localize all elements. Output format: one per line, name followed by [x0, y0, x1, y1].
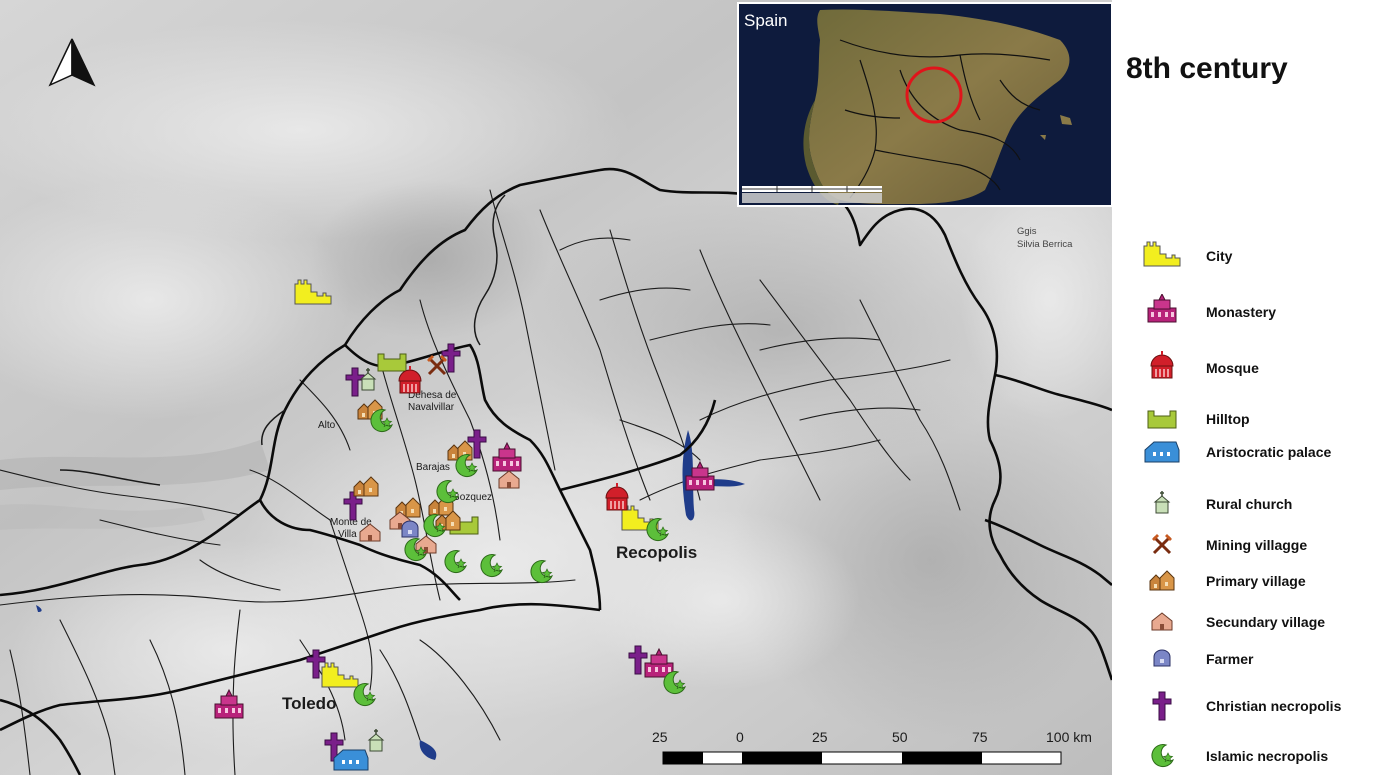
inset-study-area-circle: [905, 66, 963, 124]
palace-symbol[interactable]: [333, 749, 369, 771]
legend-label-primary-village: Primary village: [1206, 573, 1306, 589]
legend-item-primary-village: Primary village: [1130, 563, 1306, 599]
legend: City Monastery Mosque Hilltop Aristocrat…: [1130, 0, 1380, 775]
farmer-symbol[interactable]: [401, 520, 419, 538]
inset-map-spain[interactable]: Spain: [737, 2, 1112, 207]
legend-label-city: City: [1206, 248, 1233, 264]
place-label-dehesa-1[interactable]: Dehesa de: [408, 390, 457, 401]
legend-label-mining: Mining villagge: [1206, 537, 1308, 553]
river-network: [0, 189, 961, 775]
legend-item-christian-necropolis: Christian necropolis: [1130, 688, 1341, 724]
place-label-gozquez[interactable]: Gozquez: [452, 492, 492, 503]
scalebar-tick-3: 25: [812, 729, 828, 745]
legend-item-monastery: Monastery: [1130, 294, 1276, 330]
legend-item-mosque: Mosque: [1130, 350, 1259, 386]
place-label-toledo[interactable]: Toledo: [282, 694, 336, 713]
legend-label-palace: Aristocratic palace: [1206, 444, 1332, 460]
secondary-village-icon: [1130, 604, 1194, 640]
scalebar: 25 0 25 50 75 100 km: [652, 729, 1092, 765]
legend-label-farmer: Farmer: [1206, 651, 1254, 667]
christian-necropolis-icon: [1130, 688, 1194, 724]
scalebar-tick-1: 25: [652, 729, 668, 745]
legend-item-islamic-necropolis: Islamic necropolis: [1130, 738, 1328, 774]
legend-label-islamic-necropolis: Islamic necropolis: [1206, 748, 1329, 764]
legend-item-farmer: Farmer: [1130, 641, 1253, 677]
mining-icon: [1130, 527, 1194, 563]
credit-line-1: Ggis: [1017, 226, 1037, 237]
place-label-barajas[interactable]: Barajas: [416, 462, 450, 473]
legend-item-mining: Mining villagge: [1130, 527, 1307, 563]
rural-church-icon: [1130, 486, 1194, 522]
scalebar-tick-2: 0: [736, 729, 744, 745]
legend-item-secondary-village: Secundary village: [1130, 604, 1325, 640]
north-arrow-icon: [48, 38, 96, 87]
legend-item-palace: Aristocratic palace: [1130, 434, 1331, 470]
primary-village-icon: [1130, 563, 1194, 599]
region-boundaries-thin: [59, 194, 506, 486]
scalebar-tick-6: 100 km: [1046, 729, 1092, 745]
legend-label-christian-necropolis: Christian necropolis: [1206, 698, 1342, 714]
place-label-monte-2[interactable]: Villa: [338, 529, 357, 540]
reservoirs: [36, 430, 745, 760]
place-label-recopolis[interactable]: Recopolis: [616, 543, 697, 562]
place-label-alto[interactable]: Alto: [318, 420, 336, 431]
legend-item-hilltop: Hilltop: [1130, 401, 1250, 437]
legend-label-monastery: Monastery: [1206, 304, 1277, 320]
islamic-necropolis-icon: [1130, 738, 1194, 774]
credit-line-2: Silvia Berrica: [1017, 239, 1073, 250]
map-area[interactable]: Spain Ggis Silvia Berrica Toledo Recopol…: [0, 0, 1112, 775]
place-label-monte-1[interactable]: Monte de: [330, 517, 372, 528]
city-icon: [1130, 238, 1194, 274]
scalebar-tick-4: 50: [892, 729, 908, 745]
legend-label-mosque: Mosque: [1206, 360, 1259, 376]
map-title: 8th century: [1126, 52, 1288, 85]
place-label-dehesa-2[interactable]: Navalvillar: [408, 402, 455, 413]
inset-label: Spain: [744, 11, 787, 30]
farmer-icon: [1130, 641, 1194, 677]
mosque-icon: [1130, 350, 1194, 386]
legend-item-rural-church: Rural church: [1130, 486, 1292, 522]
palace-icon: [1130, 434, 1194, 470]
scalebar-tick-5: 75: [972, 729, 988, 745]
legend-item-city: City: [1130, 238, 1232, 274]
legend-label-secondary-village: Secundary village: [1206, 614, 1326, 630]
inset-scalebar: [742, 186, 882, 203]
hilltop-icon: [1130, 401, 1194, 437]
legend-label-rural-church: Rural church: [1206, 496, 1293, 512]
monastery-icon: [1130, 294, 1194, 330]
legend-label-hilltop: Hilltop: [1206, 411, 1250, 427]
